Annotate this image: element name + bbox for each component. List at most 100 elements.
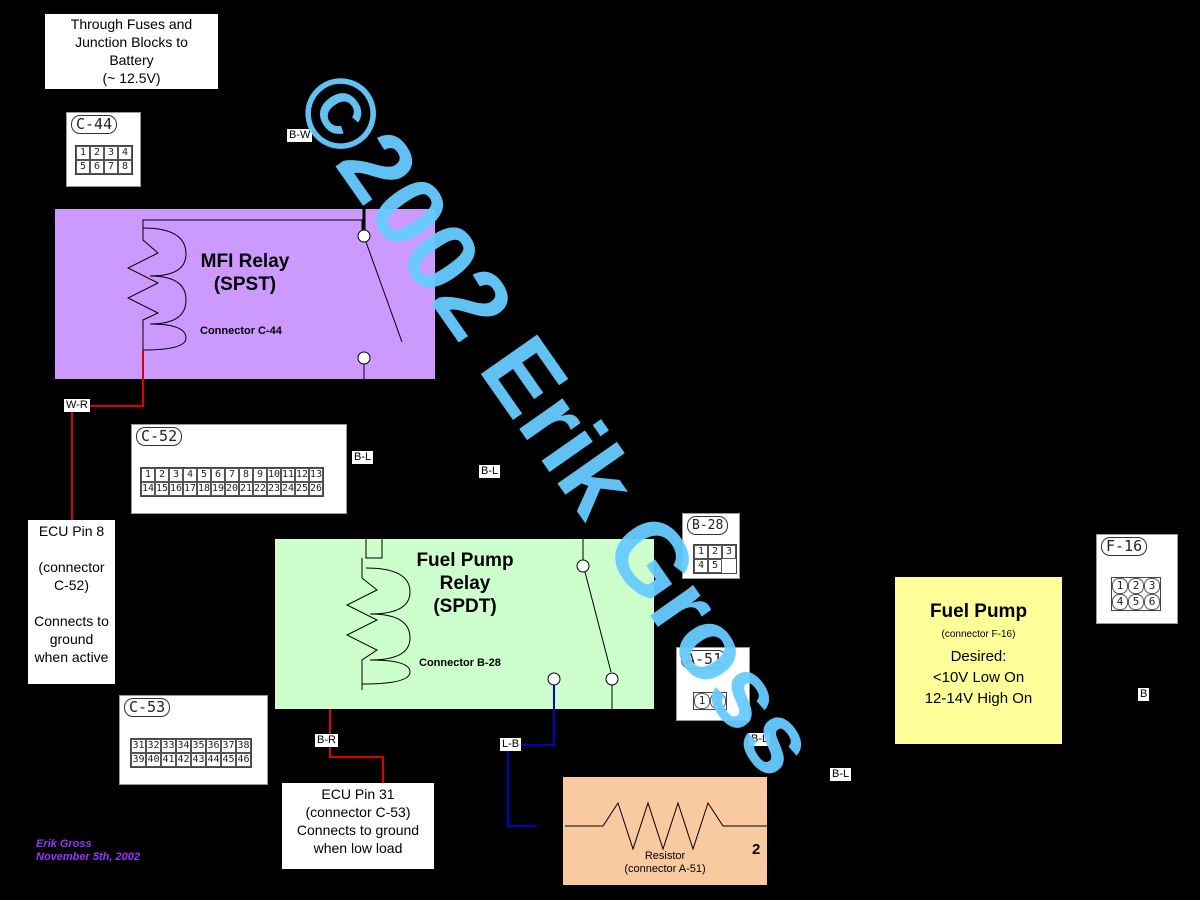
resistor-zigzag (565, 801, 767, 851)
battery-note: Through Fuses and Junction Blocks to Bat… (45, 14, 218, 89)
ecu8-line: (connector (38, 559, 105, 575)
fuel-pump-box (895, 577, 1062, 744)
pin: 4 (183, 468, 197, 482)
wire-label-bl: B-L (749, 733, 771, 746)
pin: 45 (221, 753, 236, 767)
pin: 22 (253, 482, 267, 496)
ecu-pin8-note: ECU Pin 8 (connector C-52) Connects to g… (28, 520, 115, 684)
battery-line: Battery (109, 52, 154, 68)
fp-top-wires (365, 539, 383, 559)
pin: 16 (169, 482, 183, 496)
pin: 35 (191, 739, 206, 753)
mfi-title-line: MFI Relay (200, 251, 290, 272)
battery-line: Junction Blocks to (75, 34, 188, 50)
connector-code: C-44 (71, 115, 118, 134)
pin: 1 (1112, 578, 1128, 594)
wire-label-bw: B-W (287, 129, 313, 142)
pin: 39 (131, 753, 146, 767)
connector-code: C-53 (124, 698, 171, 717)
fuel-pump-high: 12-14V High On (924, 690, 1033, 707)
pin: 19 (211, 482, 225, 496)
pin: 10 (267, 468, 281, 482)
wire-label-b: B (1138, 688, 1150, 701)
ecu31-line: ECU Pin 31 (321, 786, 395, 802)
fp-switch-arm (584, 571, 612, 673)
pin: 4 (118, 146, 132, 160)
pin: 3 (104, 146, 118, 160)
resistor-number: 2 (752, 841, 761, 858)
pin: 14 (141, 482, 155, 496)
wire-label-br: B-R (315, 734, 338, 747)
pin: 1 (141, 468, 155, 482)
pin: 13 (309, 468, 323, 482)
fuel-pump-connector: (connector F-16) (941, 629, 1016, 640)
pin: 42 (176, 753, 191, 767)
pin: 1 (694, 545, 708, 559)
pin: 34 (176, 739, 191, 753)
battery-line: (~ 12.5V) (102, 70, 161, 86)
pin: 9 (253, 468, 267, 482)
pin: 3 (1144, 578, 1160, 594)
mfi-connector-label: Connector C-44 (200, 325, 282, 337)
fp-contact-high (605, 672, 619, 686)
mfi-relay-title: MFI Relay (SPST) (190, 250, 300, 296)
author-name: Erik Gross (36, 838, 92, 850)
pin: 18 (197, 482, 211, 496)
connector-code: A-51 (681, 650, 728, 669)
pin: 8 (118, 160, 132, 174)
pin: 37 (221, 739, 236, 753)
fuel-pump-text: Fuel Pump (connector F-16) Desired: <10V… (895, 600, 1062, 709)
pin: 4 (694, 559, 708, 573)
resistor-box (563, 777, 767, 885)
pin: 2 (708, 545, 722, 559)
battery-line: Through Fuses and (70, 16, 193, 32)
pin: 7 (104, 160, 118, 174)
resistor-title: Resistor (644, 850, 686, 862)
mfi-title-line: (SPST) (213, 274, 277, 295)
pin: 1 (694, 693, 710, 709)
pin: 3 (722, 545, 736, 559)
author-signature: Erik Gross November 5th, 2002 (36, 838, 140, 864)
fp-relay-title: Fuel Pump Relay (SPDT) (400, 549, 530, 618)
ecu8-line: ECU Pin 8 (38, 523, 105, 539)
pin: 21 (239, 482, 253, 496)
fp-connector-label: Connector B-28 (419, 657, 501, 669)
fuel-pump-relay-box (275, 539, 654, 709)
pin: 5 (76, 160, 90, 174)
wire-label-bl: B-L (479, 465, 501, 478)
pin: 20 (225, 482, 239, 496)
br-wire (329, 709, 384, 783)
mfi-coil-top-wire (142, 219, 363, 240)
pin: 2 (710, 693, 726, 709)
pin-row: 5 6 7 8 (76, 160, 132, 174)
pin: 12 (295, 468, 309, 482)
pin: 2 (1128, 578, 1144, 594)
pin: 26 (309, 482, 323, 496)
fp-coil-zigzag (345, 558, 379, 690)
pin: 1 (76, 146, 90, 160)
pin: 15 (155, 482, 169, 496)
fuel-pump-low: <10V Low On (932, 669, 1025, 686)
ecu31-line: Connects to ground (296, 822, 420, 838)
pin: 33 (161, 739, 176, 753)
pin-grid: 1 2 3 4 5 6 7 8 (75, 145, 133, 175)
mfi-coil-loops (142, 227, 187, 351)
mfi-contact-bottom (357, 351, 371, 365)
ecu-pin31-note: ECU Pin 31 (connector C-53) Connects to … (282, 783, 434, 869)
pin: 40 (146, 753, 161, 767)
pin: 23 (267, 482, 281, 496)
pin: 41 (161, 753, 176, 767)
